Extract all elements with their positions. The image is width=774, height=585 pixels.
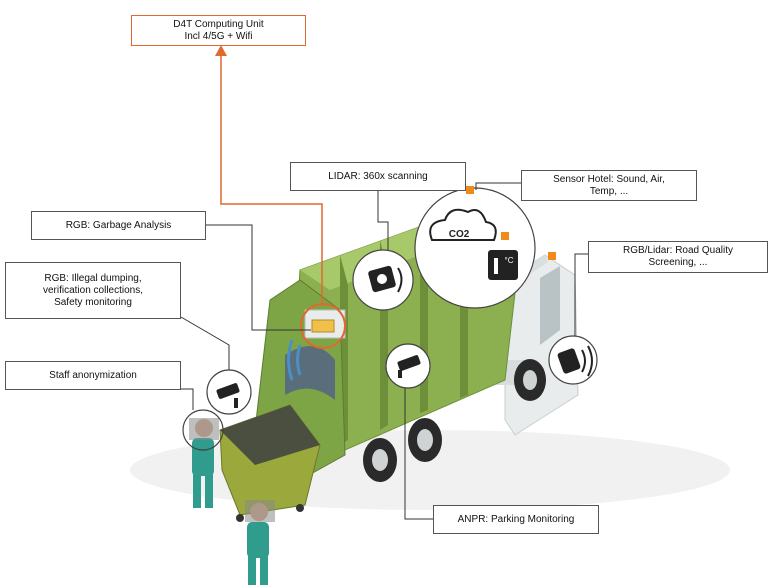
label-lidar: LIDAR: 360x scanning xyxy=(290,162,466,191)
co2-text: CO2 xyxy=(449,229,470,240)
anonymization-blur-1 xyxy=(189,418,219,440)
beacon-light xyxy=(466,186,474,194)
signal-waves xyxy=(287,339,302,381)
temperature-chip-icon: °C xyxy=(488,250,518,280)
staff-circle xyxy=(182,409,224,451)
anpr-camera-icon xyxy=(397,355,421,378)
compute-connector xyxy=(220,52,323,306)
label-rgb-garbage: RGB: Garbage Analysis xyxy=(31,211,206,240)
sensor-hotel-circle xyxy=(414,187,536,309)
label-rgb-illegal: RGB: Illegal dumping, verification colle… xyxy=(5,262,181,319)
label-anpr: ANPR: Parking Monitoring xyxy=(433,505,599,534)
label-sensor-hotel: Sensor Hotel: Sound, Air, Temp, ... xyxy=(521,170,697,201)
lidar-scanner-icon xyxy=(368,265,403,293)
camera-icon xyxy=(216,383,240,408)
label-compute-unit: D4T Computing Unit Incl 4/5G + Wifi xyxy=(131,15,306,46)
compute-unit-icon xyxy=(311,319,335,333)
label-road-quality: RGB/Lidar: Road Quality Screening, ... xyxy=(588,241,768,273)
compute-unit-circle xyxy=(300,303,346,349)
road-sensor-icon xyxy=(557,345,593,377)
temp-text: °C xyxy=(505,256,514,265)
garbage-bin xyxy=(219,404,321,522)
co2-cloud-icon: CO2 xyxy=(429,208,497,241)
truck-wheels xyxy=(363,359,546,482)
beacon-light xyxy=(548,252,556,260)
label-staff-anonymization: Staff anonymization xyxy=(5,361,181,390)
anonymization-blur-2 xyxy=(245,500,275,522)
beacon-light xyxy=(501,232,509,240)
arrow-head-icon xyxy=(215,45,227,56)
